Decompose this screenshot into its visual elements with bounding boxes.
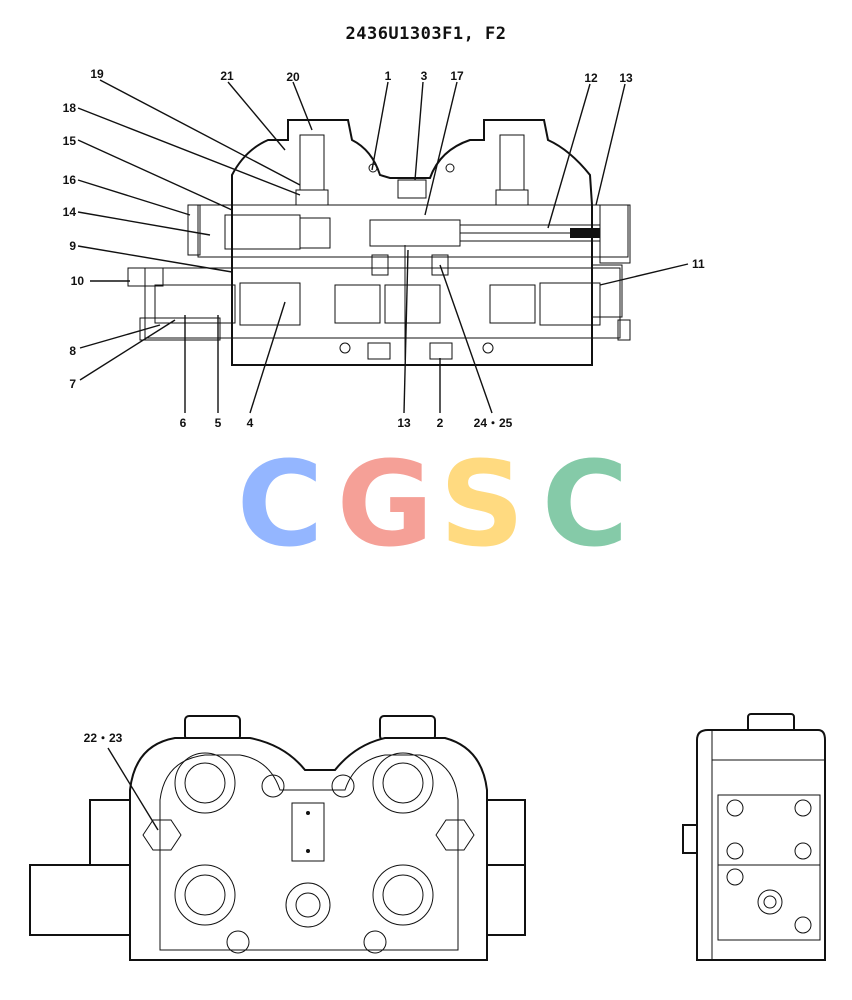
callout-11: 11 [692,257,705,271]
callout-20: 20 [286,70,300,84]
callout-6: 6 [180,416,187,430]
watermark-letter-c1: C [237,435,324,573]
callout-15: 15 [63,134,77,148]
callout-19: 19 [90,67,104,81]
callout-24-25: 24・25 [474,416,513,430]
callout-13-top: 13 [619,71,633,85]
callout-10: 10 [71,274,85,288]
callout-16: 16 [63,173,77,187]
callout-5: 5 [215,416,222,430]
watermark-letter-g: G [337,435,434,573]
callout-14: 14 [63,205,77,219]
cgsc-watermark: C G S C [237,435,629,573]
watermark-letter-c2: C [542,435,629,573]
leader-lines [77,79,689,414]
side-view [682,713,826,961]
callout-8: 8 [69,344,76,358]
callout-17: 17 [450,69,464,83]
callout-18: 18 [63,101,77,115]
callout-2: 2 [437,416,444,430]
front-view [29,715,526,961]
callout-9: 9 [69,239,76,253]
callout-labels: 19 21 20 1 3 17 12 13 18 15 16 14 9 10 8… [63,67,705,745]
callout-13-bottom: 13 [397,416,411,430]
callout-7: 7 [69,377,76,391]
callout-1: 1 [385,69,392,83]
callout-4: 4 [247,416,254,430]
drawing-title: 2436U1303F1, F2 [345,24,507,44]
section-view [127,119,631,366]
callout-21: 21 [220,69,234,83]
callout-3: 3 [421,69,428,83]
callout-12: 12 [584,71,598,85]
callout-22-23: 22・23 [84,731,123,745]
watermark-letter-s: S [440,435,525,573]
